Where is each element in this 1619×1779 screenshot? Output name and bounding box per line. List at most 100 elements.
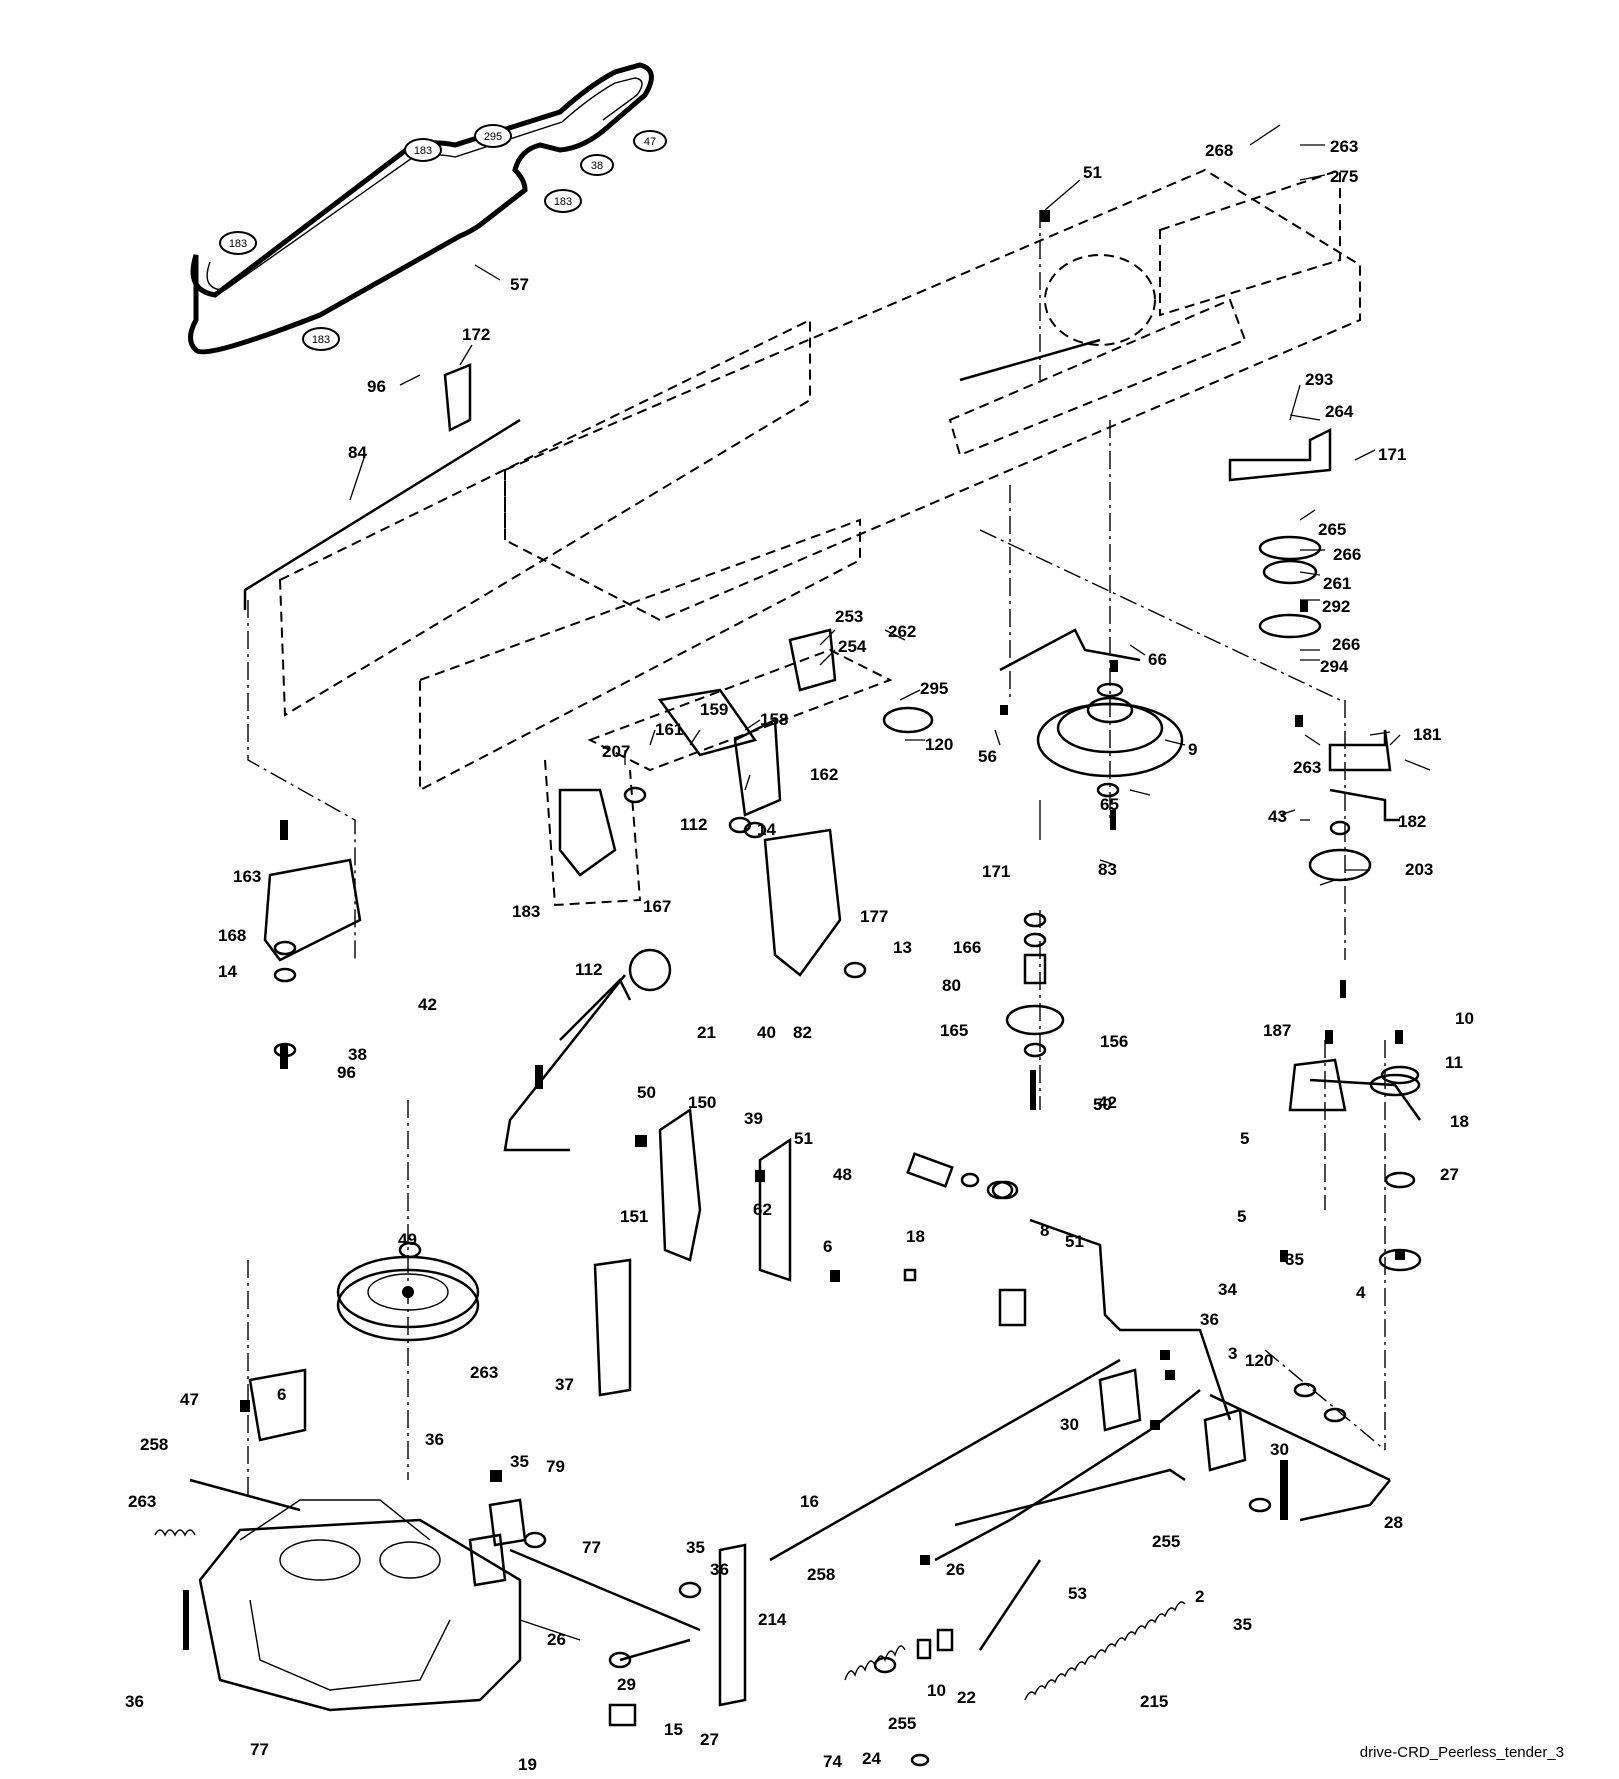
callout: 292: [1322, 597, 1350, 616]
callout: 9: [1188, 740, 1197, 759]
callout: 56: [978, 747, 997, 766]
callout: 80: [942, 976, 961, 995]
washer-icon: [1258, 613, 1322, 639]
callout: 37: [555, 1375, 574, 1394]
pulley-icon: [1262, 559, 1318, 585]
callout: 29: [617, 1675, 636, 1694]
pulley-icon: [1369, 1073, 1421, 1097]
callout: 50: [1093, 1095, 1112, 1114]
callout: 84: [348, 443, 367, 462]
diagram-caption: drive-CRD_Peerless_tender_3: [1359, 1744, 1564, 1761]
callout: 10: [927, 1681, 946, 1700]
bolt-icon: [183, 210, 1405, 1650]
belt-label: 47: [644, 136, 656, 148]
callout: 158: [760, 710, 788, 729]
spring-icon: [154, 1529, 1186, 1701]
callout: 258: [807, 1565, 835, 1584]
callout: 42: [418, 995, 437, 1014]
callout: 187: [1263, 1021, 1291, 1040]
callout: 14: [757, 820, 776, 839]
callout: 74: [823, 1752, 842, 1771]
callout: 263: [470, 1363, 498, 1382]
callout: 263: [1293, 758, 1321, 777]
callout: 57: [510, 275, 529, 294]
callout: 162: [810, 765, 838, 784]
callout: 168: [218, 926, 246, 945]
callout: 151: [620, 1207, 648, 1226]
callout: 214: [758, 1610, 787, 1629]
callout: 163: [233, 867, 261, 886]
belt-label: 295: [484, 131, 502, 143]
callout: 5: [1240, 1129, 1249, 1148]
pulley-icon: [1005, 1004, 1065, 1036]
callout: 207: [602, 742, 630, 761]
callout: 48: [833, 1165, 852, 1184]
callout: 28: [1384, 1513, 1403, 1532]
callout: 38: [348, 1045, 367, 1064]
callout: 6: [277, 1385, 286, 1404]
callout: 264: [1325, 402, 1354, 421]
callout: 182: [1398, 812, 1426, 831]
callout: 66: [1148, 650, 1167, 669]
callout: 96: [337, 1063, 356, 1082]
callout: 43: [1268, 807, 1287, 826]
pulley-icon: 38: [580, 154, 614, 176]
callout: 42: [1098, 1093, 1117, 1112]
callout: 19: [518, 1755, 537, 1774]
callout: 79: [546, 1457, 565, 1476]
belt-label: 183: [414, 145, 432, 157]
pulley-icon: 47: [633, 130, 667, 152]
callout: 83: [1098, 860, 1117, 879]
callout: 53: [1068, 1584, 1087, 1603]
callout: 262: [888, 622, 916, 641]
callout: 82: [793, 1023, 812, 1042]
callout: 171: [1378, 445, 1406, 464]
belt-icon: [188, 62, 654, 355]
callout: 265: [1318, 520, 1346, 539]
callout: 263: [1330, 137, 1358, 156]
callout: 30: [1270, 1440, 1289, 1459]
callout: 120: [1245, 1351, 1273, 1370]
callout: 35: [1285, 1250, 1304, 1269]
callout: 51: [1065, 1232, 1084, 1251]
callout: 10: [1455, 1009, 1474, 1028]
frame-icon: [278, 168, 1361, 907]
callout: 4: [1356, 1283, 1366, 1302]
callout: 183: [512, 902, 540, 921]
callout: 50: [637, 1083, 656, 1102]
callout: 8: [1040, 1221, 1049, 1240]
callout: 51: [1083, 163, 1102, 182]
callout: 11: [1445, 1053, 1463, 1072]
pulley-icon: [882, 706, 934, 734]
callout: 65: [1100, 795, 1119, 814]
pulley-icon: 295: [474, 124, 512, 148]
callout: 39: [744, 1109, 763, 1128]
callout: 13: [893, 938, 912, 957]
callout: 77: [582, 1538, 601, 1557]
leader-lines: [349, 124, 1431, 886]
callout: 266: [1332, 635, 1360, 654]
callout: 40: [757, 1023, 776, 1042]
pulley-icon: 183: [302, 327, 340, 351]
callout: 6: [823, 1237, 832, 1256]
callout: 294: [1320, 657, 1349, 676]
callout: 51: [794, 1129, 813, 1148]
pulley-icon: 183: [404, 138, 442, 162]
callout: 172: [462, 325, 490, 344]
callout: 49: [398, 1230, 417, 1249]
callout: 5: [1237, 1207, 1246, 1226]
callout: 161: [655, 720, 683, 739]
pulley-icon: 183: [544, 189, 582, 213]
washer-icon: [1258, 535, 1322, 561]
pulley-icon: [1308, 848, 1372, 882]
belt-label: 183: [312, 334, 330, 346]
callout: 30: [1060, 1415, 1079, 1434]
rod-icon: [189, 338, 1391, 1662]
callout: 14: [218, 962, 237, 981]
pulley-stack: [882, 535, 1422, 1272]
callout: 159: [700, 700, 728, 719]
callout: 254: [838, 637, 867, 656]
callout: 177: [860, 907, 888, 926]
knob-icon: [628, 948, 672, 992]
